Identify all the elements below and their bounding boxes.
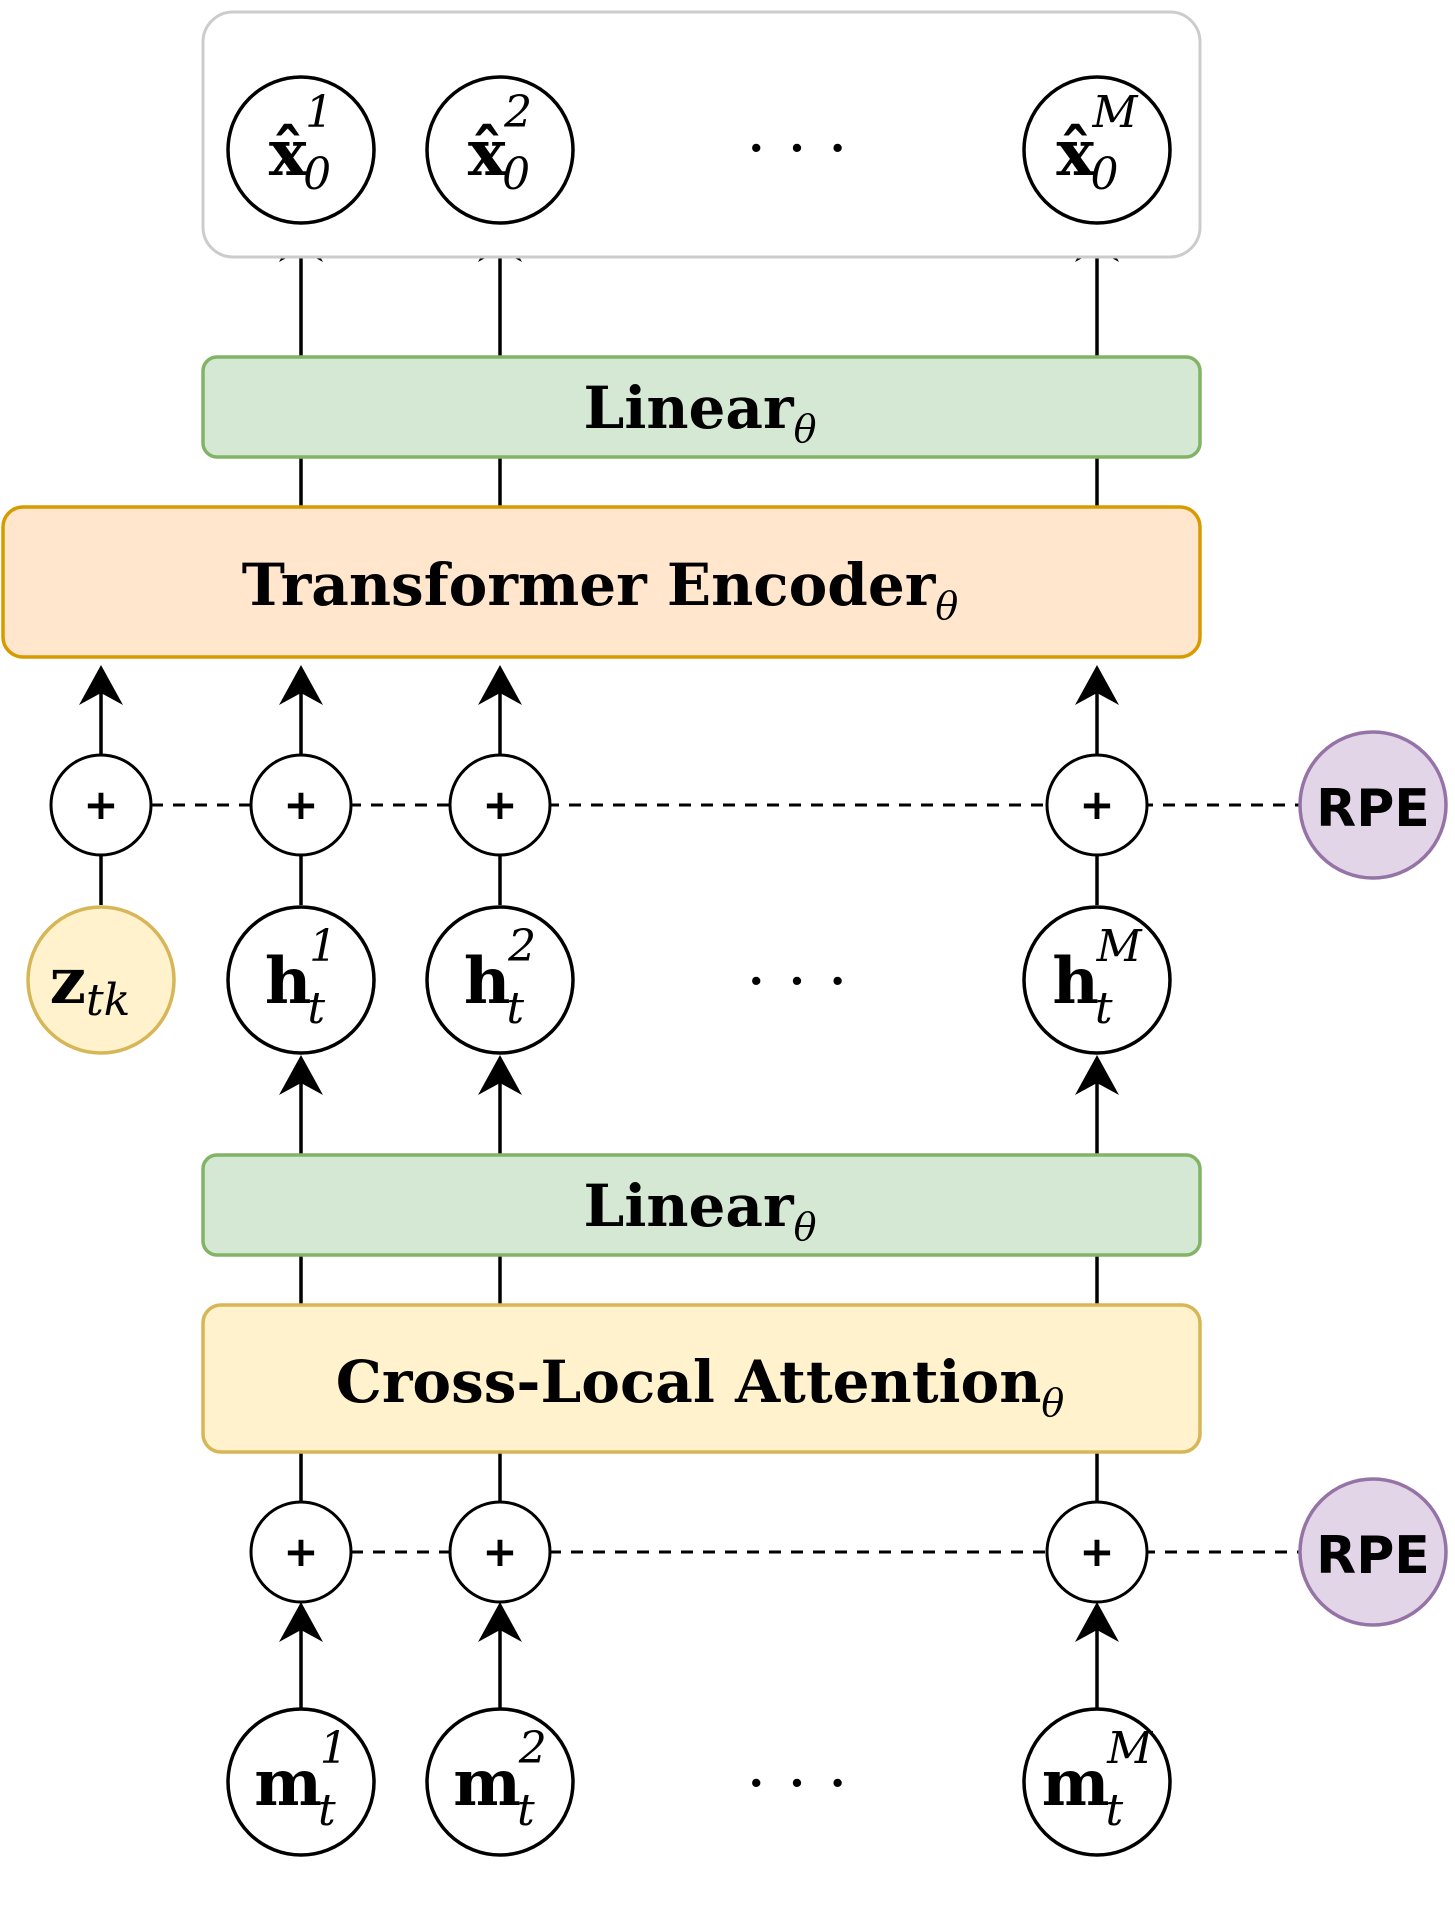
adder-top-h2: +	[448, 753, 552, 857]
svg-text:+: +	[283, 780, 318, 829]
svg-text:x̂01: x̂0 1	[269, 87, 333, 200]
input-node-2-base: m	[453, 1746, 521, 1821]
svg-text:+: +	[283, 1527, 318, 1576]
adder-bottom-mM: +	[1045, 1500, 1149, 1604]
rpe-top-label: RPE	[1316, 779, 1430, 839]
arrowhead	[478, 665, 522, 705]
hidden-node-1-sub: t	[307, 983, 325, 1034]
input-ellipsis: · · ·	[746, 1747, 848, 1821]
svg-text:+: +	[1079, 1527, 1114, 1576]
output-node-M: x̂0 M	[1022, 75, 1172, 225]
input-node-2: mt 2	[425, 1707, 575, 1857]
arrowhead	[478, 1602, 522, 1642]
input-node-2-sup: 2	[518, 1723, 547, 1774]
output-node-1-sup: 1	[305, 87, 333, 138]
output-node-1: x̂0 1	[226, 75, 376, 225]
output-node-1-base: x̂	[269, 116, 308, 191]
arrowhead	[79, 665, 123, 705]
latent-node-z: ztk	[26, 905, 176, 1055]
svg-text:mt1: mt 1	[254, 1723, 347, 1836]
input-node-1-sub: t	[318, 1785, 336, 1836]
adder-top-hM: +	[1045, 753, 1149, 857]
cross-local-attention-block	[201, 1303, 1202, 1454]
hidden-node-1: ht 1	[226, 905, 376, 1055]
output-ellipsis: · · ·	[746, 112, 848, 186]
transformer-encoder-block	[1, 505, 1202, 659]
hidden-node-2-sup: 2	[507, 921, 536, 972]
transformer-encoder-label: Transformer Encoderθ	[242, 551, 959, 628]
output-node-2-sup: 2	[503, 87, 532, 138]
svg-text:htM: htM	[1052, 921, 1142, 1034]
input-node-M-sub: t	[1105, 1785, 1123, 1836]
output-node-M-sup: M	[1092, 87, 1139, 138]
input-node-M-sup: M	[1106, 1723, 1153, 1774]
svg-text:+: +	[83, 780, 118, 829]
linear-top-block	[201, 355, 1202, 459]
input-node-1-base: m	[254, 1746, 322, 1821]
svg-text:x̂02: x̂0 2	[468, 87, 532, 200]
latent-base: z	[50, 944, 86, 1019]
rpe-bottom-label: RPE	[1316, 1526, 1430, 1586]
input-node-1: mt 1	[226, 1707, 376, 1857]
arrowhead	[279, 1602, 323, 1642]
svg-text:ht1: ht 1	[265, 921, 337, 1034]
hidden-node-1-base: h	[265, 944, 312, 1019]
svg-text:ht2: ht 2	[464, 921, 536, 1034]
adder-bottom-m1: +	[249, 1500, 353, 1604]
input-node-M: mtM	[1022, 1707, 1172, 1857]
svg-text:x̂0M: x̂0 M	[1056, 87, 1138, 200]
adder-top-z: +	[49, 753, 153, 857]
arrowhead	[1075, 665, 1119, 705]
input-node-1-sup: 1	[320, 1723, 348, 1774]
rpe-node-bottom: RPE	[1298, 1477, 1448, 1627]
hidden-node-2-sub: t	[506, 983, 524, 1034]
output-node-1-sub: 0	[303, 149, 331, 200]
rpe-node-top: RPE	[1298, 730, 1448, 880]
hidden-node-2-base: h	[464, 944, 511, 1019]
arrowhead	[279, 1055, 323, 1095]
arrowhead	[1075, 1055, 1119, 1095]
svg-text:ztk: ztk	[50, 944, 131, 1026]
arrowhead	[279, 665, 323, 705]
hidden-node-M-sup: M	[1096, 921, 1143, 972]
hidden-node-2: ht 2	[425, 905, 575, 1055]
svg-text:+: +	[482, 1527, 517, 1576]
hidden-ellipsis: · · ·	[746, 945, 848, 1019]
arrowhead	[478, 1055, 522, 1095]
input-node-M-base: m	[1042, 1746, 1110, 1821]
svg-text:mtM: mtM	[1042, 1723, 1153, 1836]
output-node-2-base: x̂	[468, 116, 507, 191]
hidden-node-1-sup: 1	[309, 921, 337, 972]
latent-sub: tk	[86, 975, 130, 1026]
input-node-2-sub: t	[517, 1785, 535, 1836]
adder-top-h1: +	[249, 753, 353, 857]
adder-bottom-m2: +	[448, 1500, 552, 1604]
svg-text:mt2: mt 2	[453, 1723, 546, 1836]
hidden-node-M-sub: t	[1095, 983, 1113, 1034]
output-node-M-sub: 0	[1091, 149, 1119, 200]
linear-mid-block	[201, 1153, 1202, 1257]
output-node-2: x̂0 2	[425, 75, 575, 225]
hidden-node-M-base: h	[1052, 944, 1099, 1019]
output-node-M-base: x̂	[1056, 116, 1095, 191]
cross-local-attention-label: Cross-Local Attentionθ	[336, 1348, 1065, 1425]
linear-mid-label: Linearθ	[584, 1172, 817, 1249]
hidden-node-M: htM	[1022, 905, 1172, 1055]
linear-top-label: Linearθ	[584, 374, 817, 451]
svg-text:+: +	[482, 780, 517, 829]
arrowhead	[1075, 1602, 1119, 1642]
output-node-2-sub: 0	[502, 149, 530, 200]
svg-text:+: +	[1079, 780, 1114, 829]
